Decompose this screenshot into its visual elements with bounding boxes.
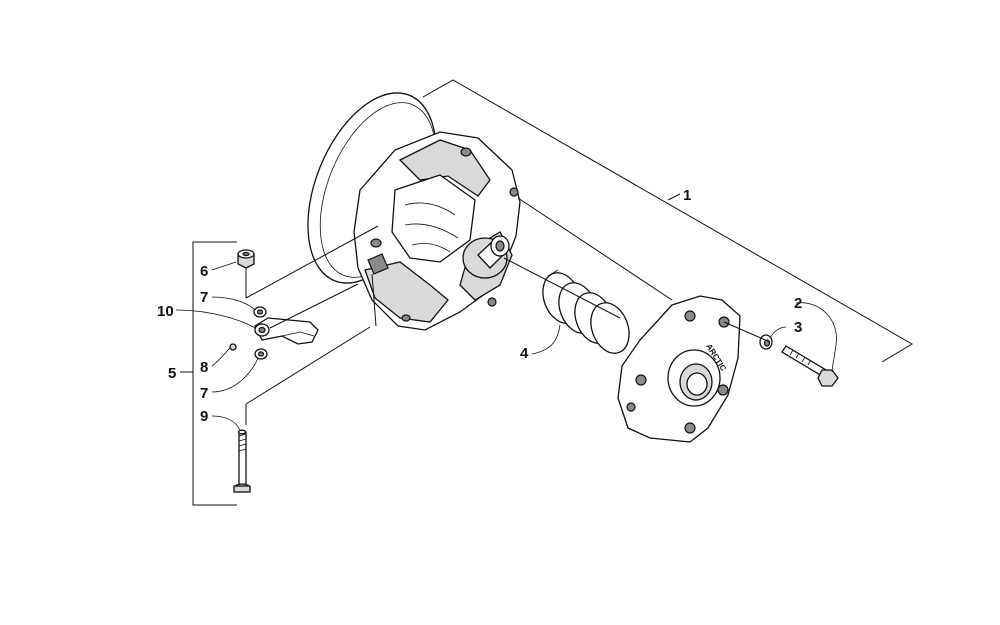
kit-bracket-5 — [180, 241, 237, 506]
clutch-spring — [542, 269, 630, 354]
cover-hub-bore — [686, 372, 708, 396]
clutch-cover-plate: ARCTIC — [617, 295, 741, 443]
housing-arm-lower — [364, 261, 449, 323]
assembly-bracket-1 — [422, 79, 913, 363]
housing-bolt-hole-3 — [370, 238, 382, 248]
housing-web-curve-1 — [404, 202, 456, 216]
callout-5: 5 — [168, 365, 176, 382]
cover-bolt-hole-4 — [684, 422, 696, 434]
pin-8 — [229, 343, 237, 351]
callout-7-upper: 7 — [200, 289, 208, 306]
housing-bolt-hole-2 — [509, 187, 519, 197]
cover-bolt-hole-3 — [717, 384, 729, 396]
shoulder-bolt-9 — [233, 429, 251, 493]
housing-web-curve-2 — [404, 223, 459, 239]
callout-1: 1 — [683, 187, 691, 204]
weight-slot — [367, 253, 389, 275]
cover-bolt-hole-5 — [635, 374, 647, 386]
callout-3: 3 — [794, 319, 802, 336]
cover-bolt-hole-6 — [626, 402, 636, 412]
housing-bolt-hole-1 — [460, 147, 472, 157]
spring-coil-4 — [590, 302, 630, 354]
clutch-assembly — [307, 92, 521, 331]
cam-arm-10 — [254, 317, 319, 345]
hub-bore — [495, 240, 505, 252]
lock-nut-6 — [237, 249, 255, 269]
leader-lines — [175, 197, 837, 431]
spring-tail — [547, 269, 559, 277]
cover-plate-edge — [617, 365, 691, 443]
washer-7-lower — [254, 348, 268, 360]
washer-7-upper — [253, 306, 267, 318]
cover-bolt-hole-1 — [684, 310, 696, 322]
callout-4: 4 — [520, 345, 529, 362]
callout-2: 2 — [794, 295, 802, 312]
callouts: 1 2 3 4 5 6 7 10 8 7 9 — [157, 187, 802, 425]
callout-9: 9 — [200, 408, 208, 425]
housing-web-curve-3 — [411, 243, 451, 253]
callout-8: 8 — [200, 359, 208, 376]
housing-bolt-hole-4 — [487, 297, 497, 307]
callout-10: 10 — [157, 303, 174, 320]
callout-6: 6 — [200, 263, 208, 280]
housing-bolt-hole-5 — [401, 314, 411, 322]
callout-7-lower: 7 — [200, 385, 208, 402]
cap-screw-2 — [781, 345, 839, 387]
housing-arm-window — [391, 174, 476, 263]
